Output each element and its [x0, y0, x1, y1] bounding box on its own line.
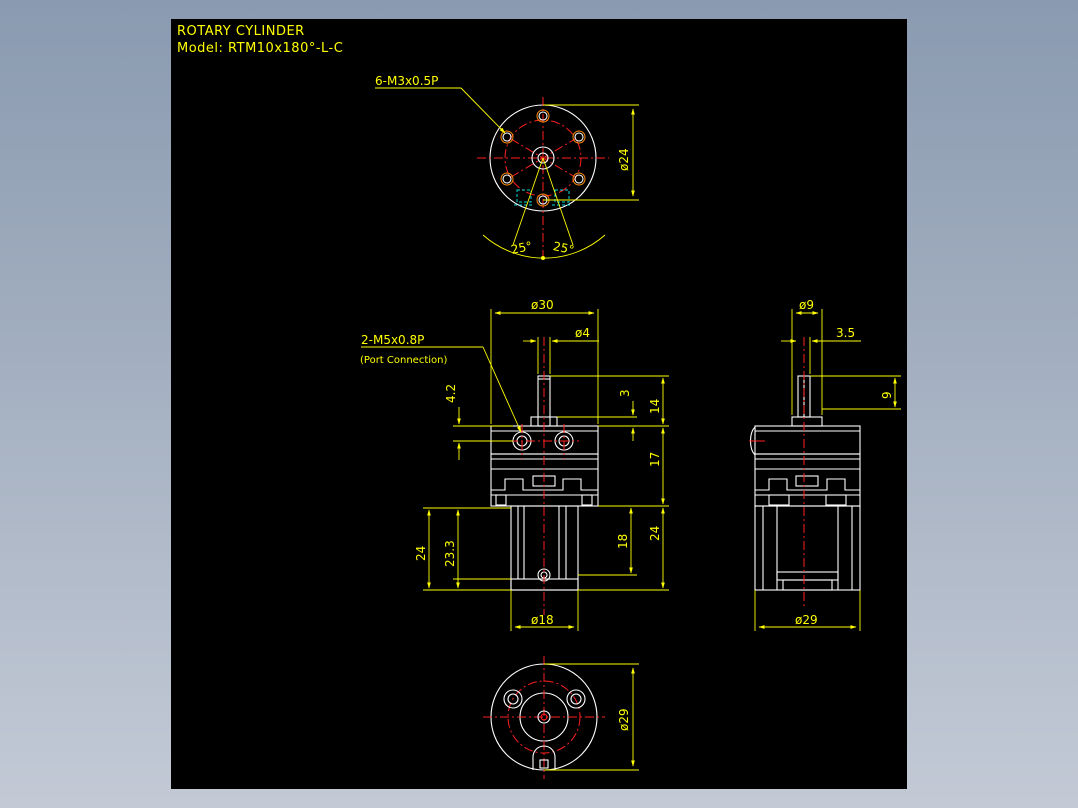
- side-shaft-collar: [791, 416, 823, 427]
- bottom-view-hub: [537, 710, 551, 724]
- mounting-hole: [502, 132, 512, 142]
- dim-24-right-label: 24: [648, 526, 662, 541]
- port-callout-label: 2-M5x0.8P: [361, 333, 424, 347]
- dim-3-5-label: 3.5: [836, 326, 855, 340]
- dim-17-label: 17: [648, 452, 662, 467]
- bottom-view-hole: [503, 689, 523, 709]
- dim-14-label: 14: [648, 399, 662, 414]
- dim-9-label: 9: [880, 391, 894, 399]
- hole-callout-label: 6-M3x0.5P: [375, 74, 438, 88]
- side-bottom-diameter-label: ø29: [795, 613, 818, 627]
- angle-right-label: 25°: [552, 239, 576, 257]
- angle-leader-right: [542, 157, 574, 246]
- model-label: Model: RTM10x180°-L-C: [177, 41, 344, 56]
- port-callout-leader: [482, 346, 522, 433]
- drawing-title: ROTARY CYLINDER: [177, 24, 305, 39]
- body-diameter-label: ø30: [531, 298, 554, 312]
- top-view-hub: [531, 146, 555, 170]
- bottom-view-slot: [532, 745, 556, 770]
- port-note-label: (Port Connection): [360, 355, 447, 366]
- bottom-view-hole: [566, 689, 586, 709]
- side-lower-body: [754, 505, 861, 591]
- mounting-hole: [574, 132, 584, 142]
- side-middle-body: [754, 453, 861, 507]
- angle-arc: [482, 234, 606, 259]
- mounting-hole: [502, 174, 512, 184]
- angle-leader-left: [512, 157, 544, 246]
- top-view: 25° 25° ø24 6-M3x0.5P: [375, 74, 639, 261]
- dim-18-label: 18: [616, 534, 630, 549]
- side-shaft-diameter-label: ø9: [799, 298, 814, 312]
- top-view-shaft: [537, 152, 549, 164]
- mounting-hole: [574, 174, 584, 184]
- bottom-diameter-label: ø18: [531, 613, 554, 627]
- dim-3-label: 3: [618, 389, 632, 397]
- drawing-canvas: ROTARY CYLINDER Model: RTM10x180°-L-C: [171, 19, 907, 789]
- angle-left-label: 25°: [510, 239, 534, 257]
- mounting-hole: [538, 111, 548, 121]
- bottom-view-diameter-label: ø29: [617, 708, 631, 731]
- dim-4-2-label: 4.2: [444, 384, 458, 403]
- shaft-diameter-label: ø4: [575, 326, 590, 340]
- bottom-view: ø29: [483, 656, 639, 779]
- hidden-port-features: [514, 189, 572, 206]
- dim-23-3-label: 23.3: [443, 540, 457, 567]
- cad-drawing: 25° 25° ø24 6-M3x0.5P: [360, 74, 901, 779]
- top-diameter-label: ø24: [617, 148, 631, 171]
- bottom-view-inner-circle: [519, 692, 569, 742]
- mounting-holes: [500, 109, 586, 207]
- front-view: ø30 ø4 2-M5x0.8P (Port Connection) 4.2: [360, 298, 669, 631]
- side-view: ø9 3.5 9 ø29: [749, 298, 901, 631]
- hole-callout-leader: [460, 87, 506, 134]
- dim-24-left-label: 24: [414, 546, 428, 561]
- side-upper-body: [754, 425, 861, 455]
